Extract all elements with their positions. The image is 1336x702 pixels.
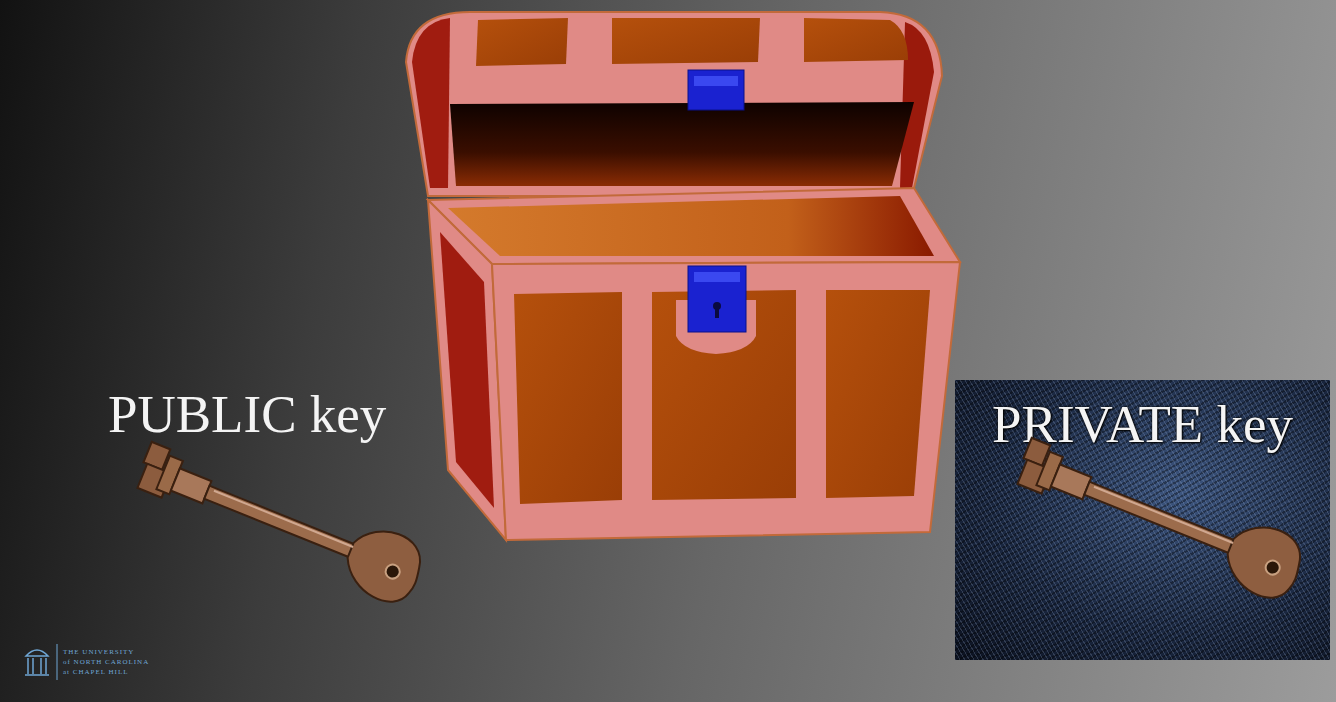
logo-text: of NORTH CAROLINA xyxy=(63,659,149,666)
key-label: PUBLIC key xyxy=(108,388,386,441)
denim-panel: PRIVATE key xyxy=(955,380,1330,660)
logo-text: THE UNIVERSITY xyxy=(63,649,134,656)
node-text: PRIVATE key xyxy=(955,398,1330,451)
logo-text: at CHAPEL HILL xyxy=(63,669,128,676)
